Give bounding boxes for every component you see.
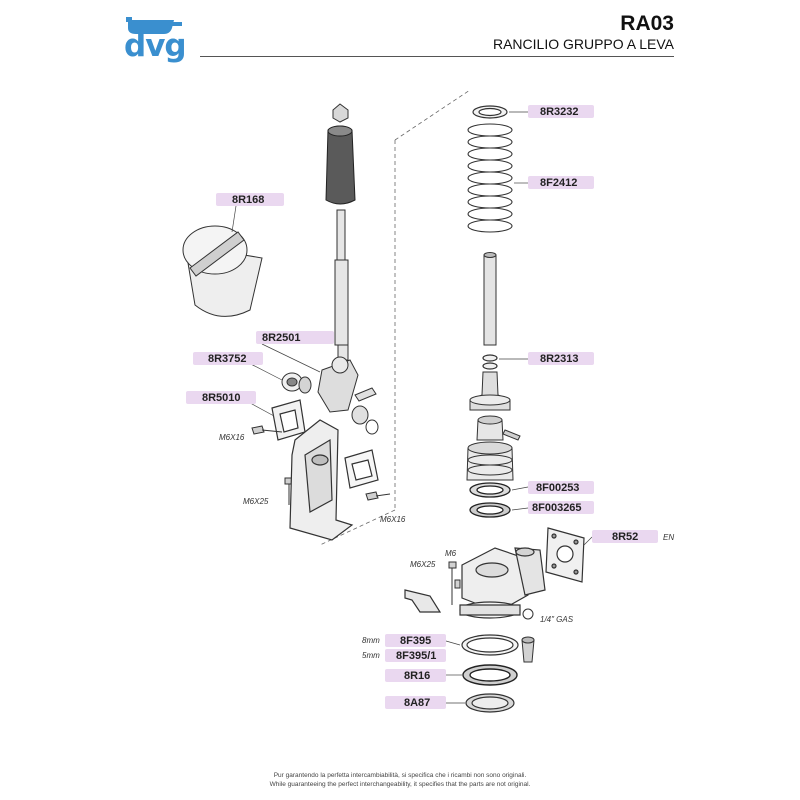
part-8F00253-gasket: [469, 482, 511, 498]
brew-group-body: [404, 547, 546, 619]
label-box: [385, 634, 446, 647]
note-en: EN: [663, 533, 674, 542]
label-text: 8F395: [400, 635, 431, 647]
note-5mm: 5mm: [362, 651, 380, 660]
label-box: [528, 481, 594, 494]
handle-nut: [332, 103, 349, 123]
label-box: [385, 669, 446, 682]
lever-grip: [325, 125, 356, 205]
label-8R2313: 8R2313: [528, 352, 594, 365]
label-8F395-1: 8F395/1: [385, 649, 446, 662]
label-box: [528, 105, 594, 118]
label-box: [528, 352, 594, 365]
label-8R16: 8R16: [385, 669, 446, 682]
label-box: [216, 193, 284, 206]
label-box: [592, 530, 658, 543]
label-text: 8R52: [612, 531, 638, 543]
label-box: [256, 331, 334, 344]
header-rule: [200, 56, 674, 57]
label-text: 8R16: [404, 670, 430, 682]
part-8R3752-bushing: [281, 372, 312, 394]
part-8R2313-oring: [482, 354, 498, 370]
label-text: 8F395/1: [396, 650, 436, 662]
part-8R3232-ring: [472, 105, 508, 119]
label-text: 8A87: [404, 697, 430, 709]
label-text: 8F003265: [532, 502, 582, 514]
label-8F00253: 8F00253: [528, 481, 594, 494]
note-8mm: 8mm: [362, 636, 380, 645]
label-8R2501: 8R2501: [256, 331, 334, 344]
label-text: 8F2412: [540, 177, 577, 189]
part-8F003265-gasket: [469, 502, 511, 518]
pin-parts: [351, 387, 379, 435]
note-m6x16-left: M6X16: [219, 433, 245, 442]
label-8R52: 8R52: [592, 530, 658, 543]
label-text: 8R2313: [540, 353, 579, 365]
label-8F2412: 8F2412: [528, 176, 594, 189]
note-m6x25-left: M6X25: [243, 497, 269, 506]
left-bolts: [251, 425, 391, 505]
label-box: [528, 176, 594, 189]
label-8R3752: 8R3752: [193, 352, 263, 365]
label-8F395: 8F395: [385, 634, 446, 647]
note-gas: 1/4" GAS: [540, 615, 574, 624]
model-code: RA03: [620, 12, 674, 35]
piston-head: [466, 415, 521, 481]
part-8R52-flange: [545, 527, 585, 583]
label-8R168: 8R168: [216, 193, 284, 206]
part-8R168-cap: [182, 225, 263, 317]
label-8R5010: 8R5010: [186, 391, 256, 404]
part-8R16-gasket: [462, 664, 518, 686]
label-text: 8R168: [232, 194, 264, 206]
note-m6x16-right: M6X16: [380, 515, 406, 524]
piston-rod: [483, 252, 497, 346]
part-8F2412-spring: [467, 123, 513, 233]
label-box: [193, 352, 263, 365]
disclaimer: Pur garantendo la perfetta intercambiabi…: [0, 771, 800, 789]
lever-arm: [317, 356, 359, 413]
label-box: [385, 696, 446, 709]
label-text: 8F00253: [536, 482, 579, 494]
label-text: 8R5010: [202, 392, 241, 404]
label-8F003265: 8F003265: [528, 501, 594, 514]
label-8R3232: 8R3232: [528, 105, 594, 118]
lever-group-body: [289, 419, 379, 541]
label-text: 8R2501: [262, 332, 301, 344]
label-text: 8R3232: [540, 106, 579, 118]
disclaimer-italian: Pur garantendo la perfetta intercambiabi…: [273, 772, 527, 779]
part-8A87-shower-screen: [465, 693, 515, 713]
label-8A87: 8A87: [385, 696, 446, 709]
label-text: 8R3752: [208, 353, 247, 365]
disclaimer-english: While guaranteeing the perfect interchan…: [269, 781, 531, 788]
label-box: [528, 501, 594, 514]
label-box: [186, 391, 256, 404]
brand-name: dvg: [124, 28, 187, 64]
dashed-frame: [319, 89, 471, 546]
label-box: [385, 649, 446, 662]
part-8R5010-plate: [271, 399, 306, 441]
note-m6x25-right: M6X25: [410, 560, 436, 569]
brand-logo-icon: [126, 17, 182, 34]
group-bolts: [448, 561, 535, 663]
part-8F395-gasket: [461, 634, 519, 656]
note-m6: M6: [445, 549, 457, 558]
diagram-subtitle: RANCILIO GRUPPO A LEVA: [492, 36, 674, 52]
piston-body: [469, 371, 511, 411]
lever-rod: [334, 209, 349, 361]
